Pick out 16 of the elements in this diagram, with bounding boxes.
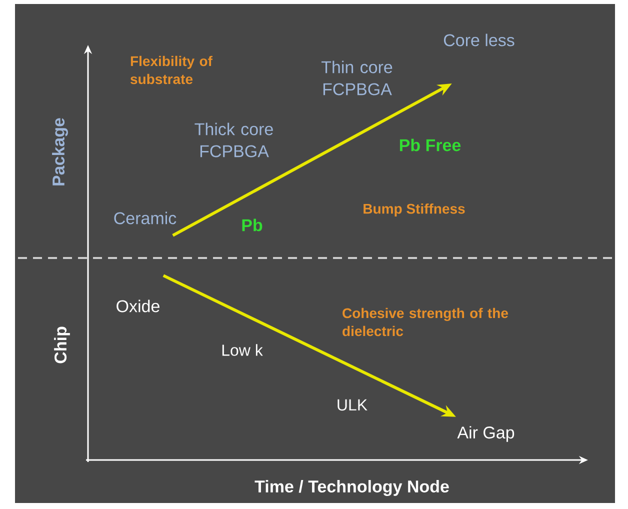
node-text: Air Gap (457, 426, 514, 442)
annotation-text: Cohesive strength of the dielectric (342, 308, 508, 336)
node-text: Ceramic (114, 212, 176, 224)
node-text: Oxide (116, 300, 160, 312)
annotation-text: Low k (222, 344, 263, 356)
annotation-text: Thick core FCPBGA (194, 122, 273, 158)
axis-label: Chip (54, 326, 70, 364)
annotation-text: Thin core FCPBGA (321, 60, 392, 96)
annotation-text: Bump Stiffness (364, 203, 465, 217)
annotation-text: ULK (338, 399, 368, 411)
annotation-text: Pb Free (400, 138, 461, 152)
annotation-text: Flexibility of substrate (130, 56, 212, 84)
node-text: Core less (444, 34, 514, 46)
axis-label: Package (52, 118, 68, 186)
axis-label: Time / Technology Node (254, 480, 449, 496)
annotation-text: Pb (242, 218, 262, 232)
